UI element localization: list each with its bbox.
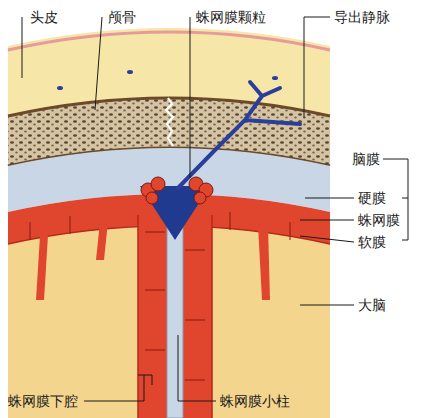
sulcus bbox=[258, 225, 270, 300]
suture bbox=[166, 98, 173, 146]
part-label: 软膜 bbox=[358, 233, 386, 251]
vessel bbox=[127, 70, 133, 74]
part-label: 导出静脉 bbox=[334, 8, 390, 26]
vessel bbox=[57, 86, 63, 90]
sinus bbox=[140, 186, 210, 240]
part-label: 硬膜 bbox=[358, 189, 386, 207]
part-label: 头皮 bbox=[30, 8, 58, 26]
emissary-vein bbox=[178, 82, 300, 188]
part-label: 蛛网膜颗粒 bbox=[196, 8, 266, 26]
vessel bbox=[272, 76, 278, 80]
part-label: 脑膜 bbox=[352, 150, 380, 168]
trabecula bbox=[145, 232, 205, 380]
part-label: 蛛网膜小柱 bbox=[220, 392, 290, 410]
part-label: 颅骨 bbox=[108, 8, 136, 26]
part-label: 蛛网膜 bbox=[358, 211, 400, 229]
sulcus bbox=[36, 235, 48, 300]
part-label: 大脑 bbox=[358, 296, 386, 314]
leader-line bbox=[22, 17, 408, 401]
scalp-line bbox=[8, 32, 330, 50]
granulation bbox=[141, 177, 213, 204]
sulcus bbox=[96, 221, 108, 260]
part-label: 蛛网膜下腔 bbox=[8, 392, 78, 410]
